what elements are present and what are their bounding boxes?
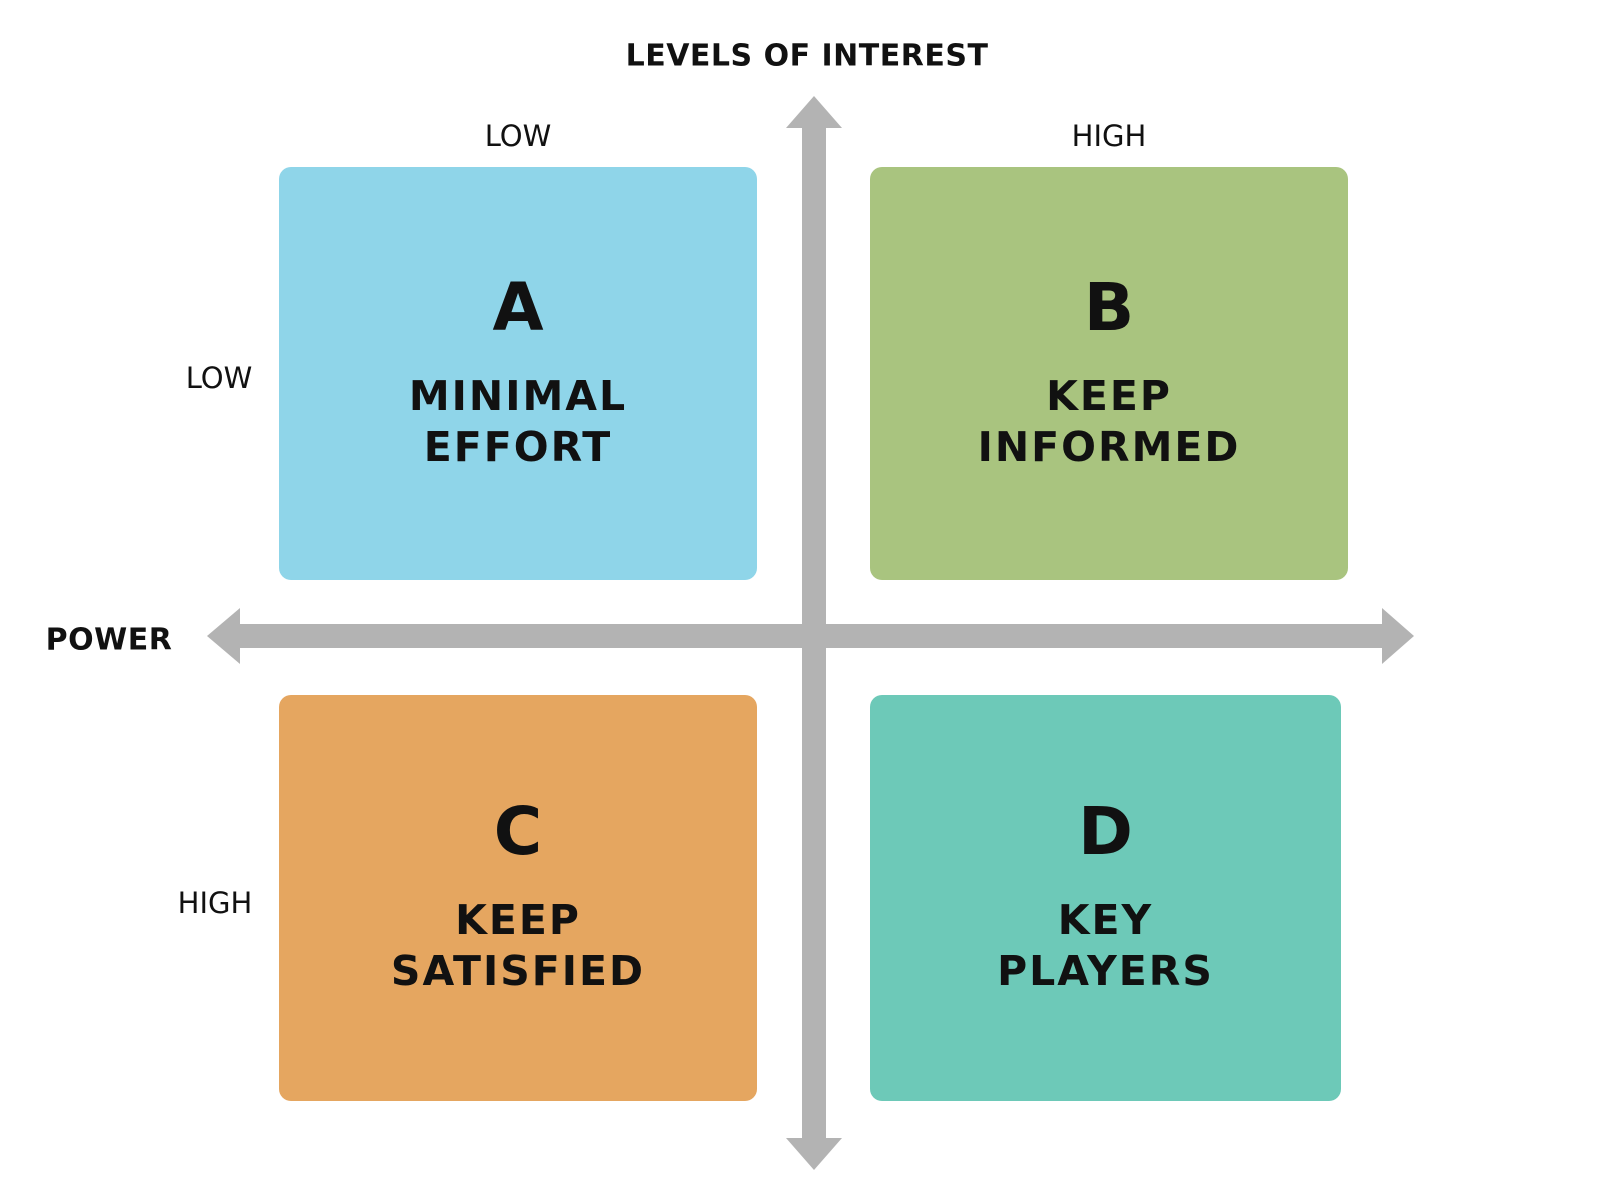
quadrant-letter: B — [1083, 268, 1135, 346]
quadrant-label-line2: EFFORT — [423, 422, 613, 471]
up-arrow-head — [786, 96, 842, 128]
power-high-label: HIGH — [177, 886, 253, 920]
interest-low-label: LOW — [484, 119, 552, 153]
quadrant-label-line1: MINIMAL — [408, 371, 628, 420]
power-low-label: LOW — [185, 361, 253, 395]
quadrant-label-line1: KEY — [1057, 896, 1154, 944]
quadrant-label-line2: SATISFIED — [390, 947, 646, 995]
quadrant-a: A MINIMAL EFFORT — [279, 167, 757, 580]
quadrant-b: B KEEP INFORMED — [870, 167, 1348, 580]
quadrant-letter: D — [1078, 793, 1133, 870]
quadrant-letter: C — [493, 793, 543, 870]
power-axis-title: POWER — [45, 622, 173, 658]
right-arrow-head — [1382, 608, 1414, 664]
quadrant-letter: A — [492, 268, 544, 346]
horizontal-axis-line — [236, 624, 1386, 648]
interest-axis-title: LEVELS OF INTEREST — [625, 38, 989, 74]
quadrant-label-line2: INFORMED — [977, 422, 1241, 471]
quadrant-label-line1: KEEP — [1046, 371, 1172, 420]
quadrant-d: D KEY PLAYERS — [870, 695, 1341, 1101]
quadrant-label-line2: PLAYERS — [997, 947, 1214, 995]
quadrant-c: C KEEP SATISFIED — [279, 695, 757, 1101]
left-arrow-head — [207, 608, 240, 664]
quadrant-label-line1: KEEP — [455, 896, 581, 944]
down-arrow-head — [786, 1138, 842, 1170]
interest-high-label: HIGH — [1071, 119, 1147, 153]
